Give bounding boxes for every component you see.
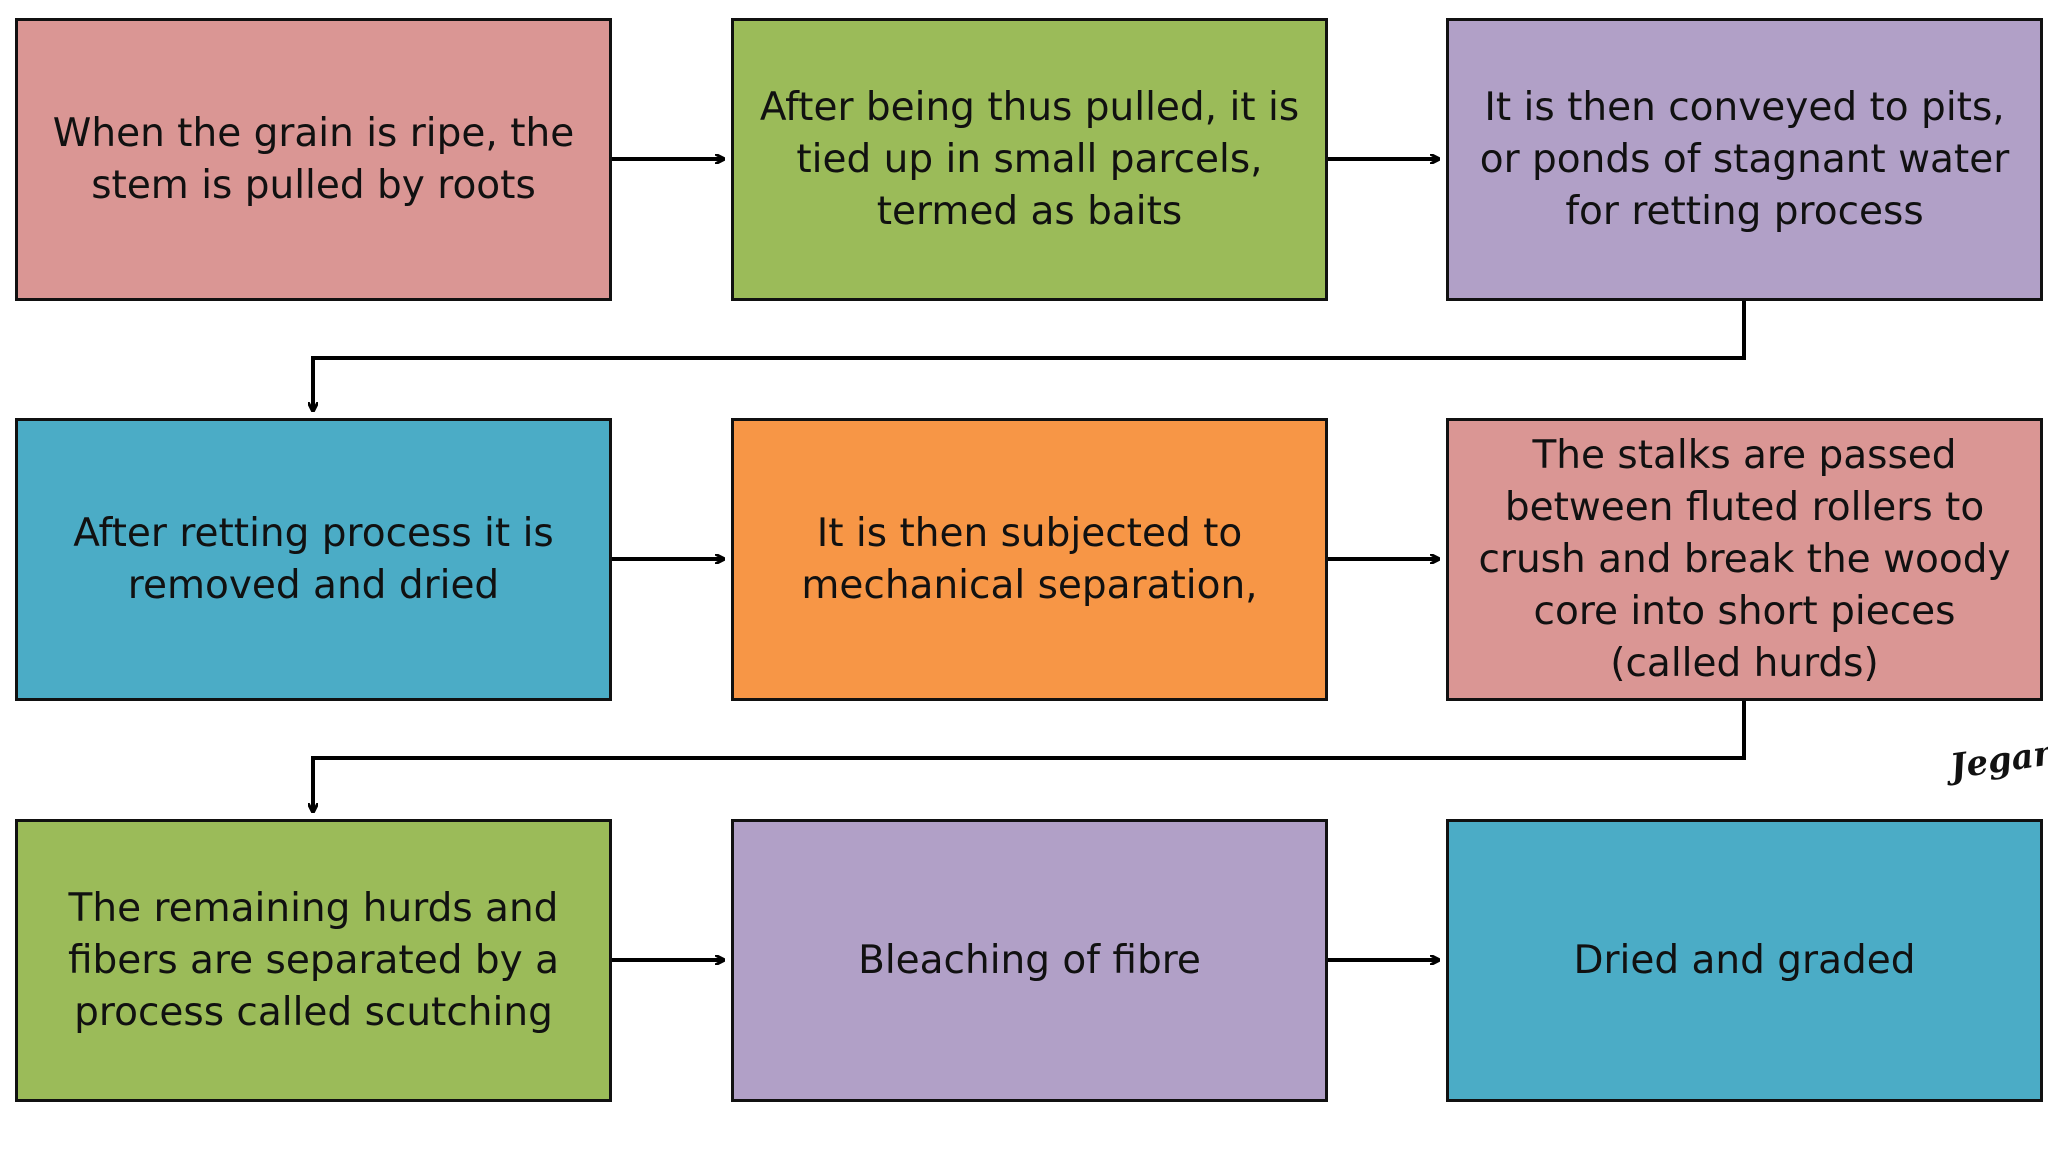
- step-6-box: The stalks are passed between fluted rol…: [1446, 418, 2043, 701]
- step-2-box: After being thus pulled, it is tied up i…: [731, 18, 1328, 301]
- step-7-text: The remaining hurds and fibers are separ…: [67, 885, 559, 1035]
- step-9-text: Dried and graded: [1573, 937, 1916, 983]
- step-5-text: It is then subjected to mechanical separ…: [801, 510, 1258, 608]
- step-4-text: After retting process it is removed and …: [73, 510, 554, 608]
- step-7-box: The remaining hurds and fibers are separ…: [15, 819, 612, 1102]
- step-6-text: The stalks are passed between fluted rol…: [1478, 432, 2011, 686]
- step-8-box: Bleaching of fibre: [731, 819, 1328, 1102]
- step-1-text: When the grain is ripe, the stem is pull…: [52, 110, 575, 208]
- arrow-step3-to-step4: [313, 301, 1746, 411]
- step-8-text: Bleaching of fibre: [858, 937, 1201, 983]
- arrow-step6-to-step7: [313, 701, 1746, 812]
- step-9-box: Dried and graded: [1446, 819, 2043, 1102]
- step-3-box: It is then conveyed to pits, or ponds of…: [1446, 18, 2043, 301]
- step-3-text: It is then conveyed to pits, or ponds of…: [1479, 84, 2010, 234]
- step-2-text: After being thus pulled, it is tied up i…: [759, 84, 1300, 234]
- step-4-box: After retting process it is removed and …: [15, 418, 612, 701]
- step-5-box: It is then subjected to mechanical separ…: [731, 418, 1328, 701]
- step-1-box: When the grain is ripe, the stem is pull…: [15, 18, 612, 301]
